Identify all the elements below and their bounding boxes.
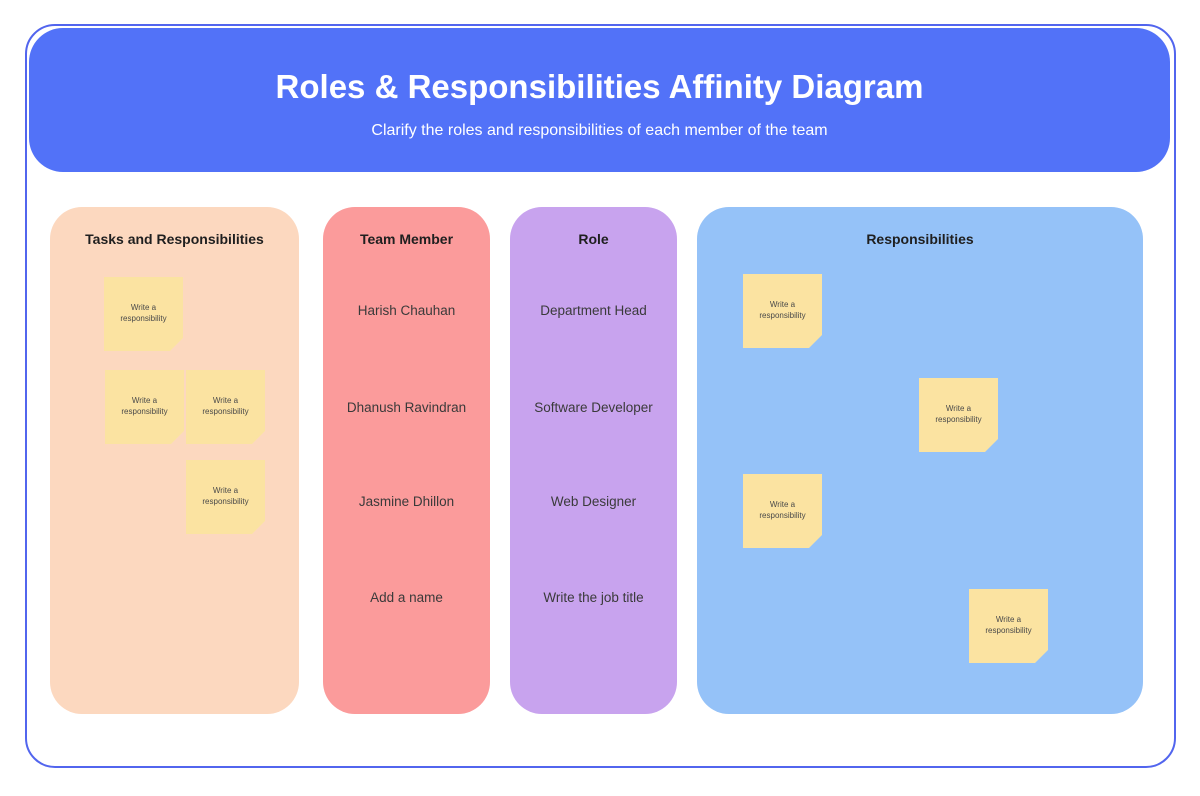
board-subtitle: Clarify the roles and responsibilities o… (371, 122, 828, 140)
sticky-note[interactable]: Write a responsibility (186, 460, 265, 534)
sticky-note[interactable]: Write a responsibility (105, 370, 184, 444)
board-title: Roles & Responsibilities Affinity Diagra… (275, 68, 924, 105)
board-header: Roles & Responsibilities Affinity Diagra… (29, 28, 1170, 172)
team-member-name[interactable]: Jasmine Dhillon (358, 494, 455, 509)
panel-tasks-title: Tasks and Responsibilities (85, 231, 264, 247)
role-label[interactable]: Web Designer (550, 494, 637, 509)
panel-team-member-title: Team Member (359, 231, 454, 247)
affinity-board: Roles & Responsibilities Affinity Diagra… (25, 24, 1176, 768)
panel-role-title: Role (578, 231, 609, 247)
sticky-note[interactable]: Write a responsibility (969, 589, 1048, 663)
panel-team-member: Team Member Harish Chauhan Dhanush Ravin… (323, 207, 490, 714)
team-member-name[interactable]: Dhanush Ravindran (346, 400, 467, 415)
sticky-note[interactable]: Write a responsibility (743, 474, 822, 548)
team-member-name[interactable]: Harish Chauhan (357, 303, 456, 318)
role-job-title-placeholder[interactable]: Write the job title (543, 590, 644, 605)
panel-role: Role Department Head Software Developer … (510, 207, 677, 714)
team-member-add-name-placeholder[interactable]: Add a name (370, 590, 443, 605)
role-label[interactable]: Software Developer (534, 400, 653, 415)
sticky-note[interactable]: Write a responsibility (919, 378, 998, 452)
panel-responsibilities-title: Responsibilities (866, 231, 974, 247)
sticky-note[interactable]: Write a responsibility (186, 370, 265, 444)
sticky-note[interactable]: Write a responsibility (743, 274, 822, 348)
role-label[interactable]: Department Head (540, 303, 647, 318)
sticky-note[interactable]: Write a responsibility (104, 277, 183, 351)
